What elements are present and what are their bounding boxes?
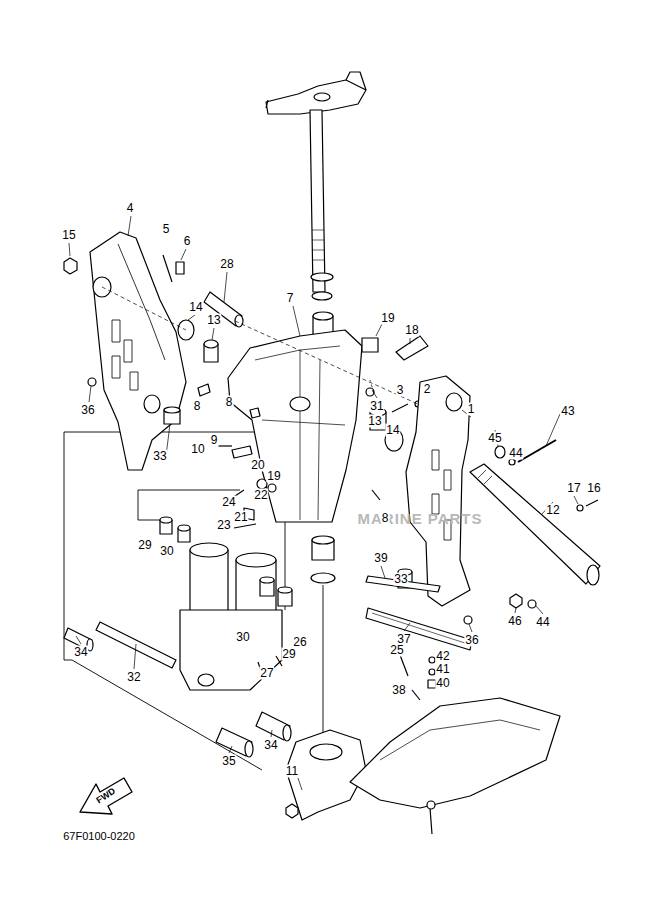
callout-number: 8 [193,400,202,413]
callout-number: 14 [385,424,400,437]
callout-number: 43 [560,405,575,418]
callout-number: 25 [389,644,404,657]
diagram-code: 67F0100-0220 [62,830,136,843]
callout-number: 11 [285,765,299,778]
callout-number: 17 [566,482,581,495]
callout-number: 9 [210,434,219,447]
callout-number: 35 [221,755,236,768]
callout-number: 41 [435,663,450,676]
callout-number: 22 [253,489,268,502]
callout-number: 44 [535,616,550,629]
callout-number: 23 [216,519,231,532]
callout-number: 14 [188,301,203,314]
callout-number: 44 [508,447,523,460]
callout-number: 34 [263,739,278,752]
callout-number: 19 [380,312,395,325]
callout-number: 8 [225,396,234,409]
callout-number: 21 [233,511,248,524]
callout-number: 24 [221,496,236,509]
callout-number: 30 [235,631,250,644]
callout-number: 2 [423,383,432,396]
watermark: MARINE PARTS [356,512,483,525]
callout-number: 27 [259,667,274,680]
callout-number: 12 [545,504,560,517]
callout-number: 18 [404,324,419,337]
callout-number: 8 [381,512,390,525]
callout-number: 1 [467,403,476,416]
callout-number: 3 [396,384,405,397]
callout-number: 36 [80,404,95,417]
callout-number: 7 [286,292,295,305]
callout-number: 10 [190,443,205,456]
callout-number: 13 [367,415,382,428]
callout-number: 5 [162,223,171,236]
callout-number: 33 [152,450,167,463]
callout-number: 42 [435,650,450,663]
callout-number: 29 [281,648,296,661]
callout-number: 33 [393,573,408,586]
callout-number: 40 [435,677,450,690]
callout-number: 29 [137,539,152,552]
callout-number: 16 [586,482,601,495]
callout-number: 36 [464,634,479,647]
callout-number: 32 [126,671,141,684]
callout-number: 20 [250,459,265,472]
callout-number: 38 [391,684,406,697]
callout-number: 19 [266,470,281,483]
callout-number: 39 [373,552,388,565]
callout-number: 15 [61,229,76,242]
callout-number: 4 [126,202,135,215]
callout-number: 28 [219,258,234,271]
callout-number: 46 [507,615,522,628]
callout-number: 45 [487,432,502,445]
callout-number: 31 [369,400,384,413]
callout-number: 34 [73,646,88,659]
callout-number: 30 [159,545,174,558]
callout-number: 6 [183,235,192,248]
callout-number: 13 [206,314,221,327]
